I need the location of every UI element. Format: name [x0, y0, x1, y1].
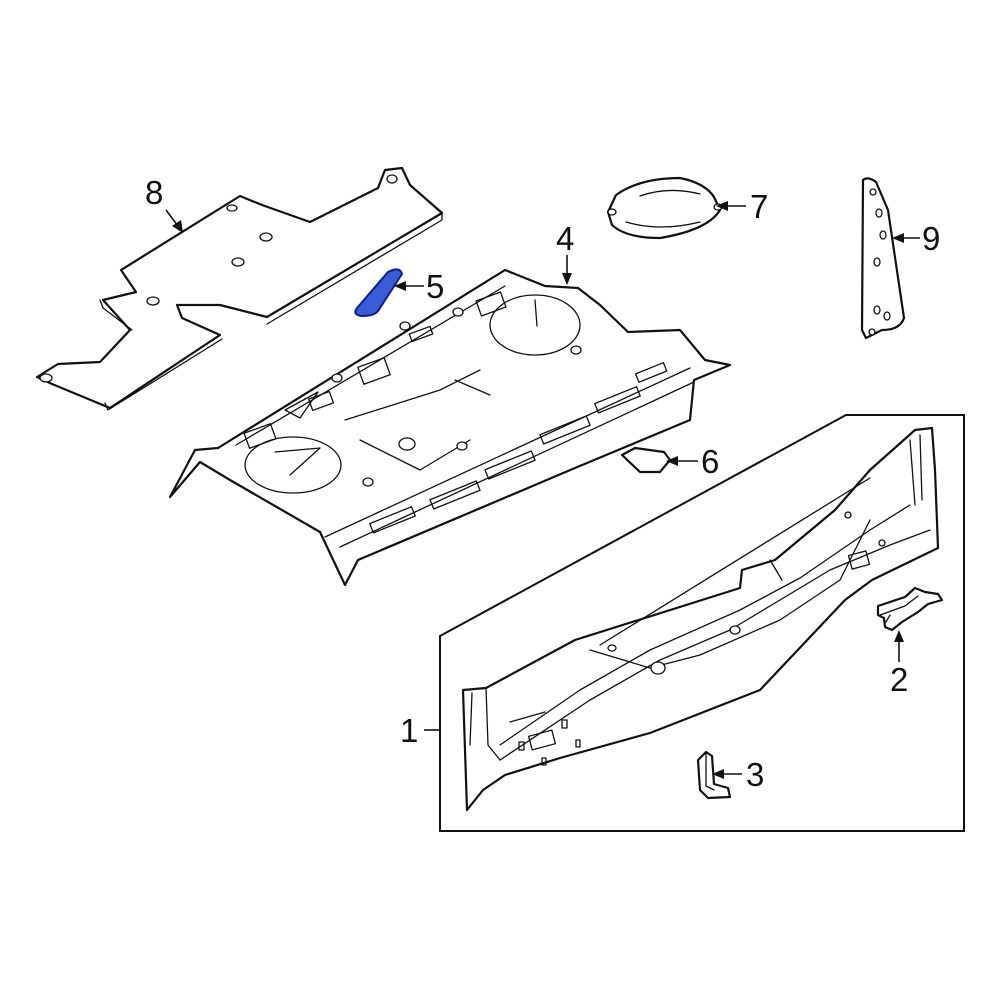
part-3-bracket[interactable] [696, 750, 732, 800]
leader-4 [562, 255, 572, 285]
leader-6 [666, 456, 698, 466]
callout-8: 8 [145, 174, 163, 211]
group-box [439, 414, 965, 832]
part-4-package-tray[interactable] [168, 268, 732, 587]
callout-1: 1 [400, 712, 418, 749]
leader-9 [892, 233, 920, 243]
leader-8 [165, 209, 183, 233]
part-7-cover[interactable] [606, 176, 723, 240]
leader-3 [712, 769, 742, 779]
part-2-bracket[interactable] [876, 586, 944, 632]
callout-9: 9 [922, 220, 940, 257]
callout-7: 7 [750, 188, 768, 225]
callout-2: 2 [890, 661, 908, 698]
part-6-pad[interactable] [620, 446, 672, 474]
part-1-rear-panel[interactable] [461, 426, 940, 812]
callout-3: 3 [746, 756, 764, 793]
callout-6: 6 [701, 443, 719, 480]
callout-5: 5 [426, 268, 444, 305]
leader-5 [394, 281, 424, 291]
leader-2 [894, 630, 904, 662]
part-5-pad-highlighted[interactable] [354, 268, 404, 318]
leader-7 [716, 201, 746, 211]
part-8-insulator[interactable] [35, 166, 444, 411]
part-9-bracket[interactable] [860, 177, 906, 340]
callout-4: 4 [556, 220, 574, 257]
